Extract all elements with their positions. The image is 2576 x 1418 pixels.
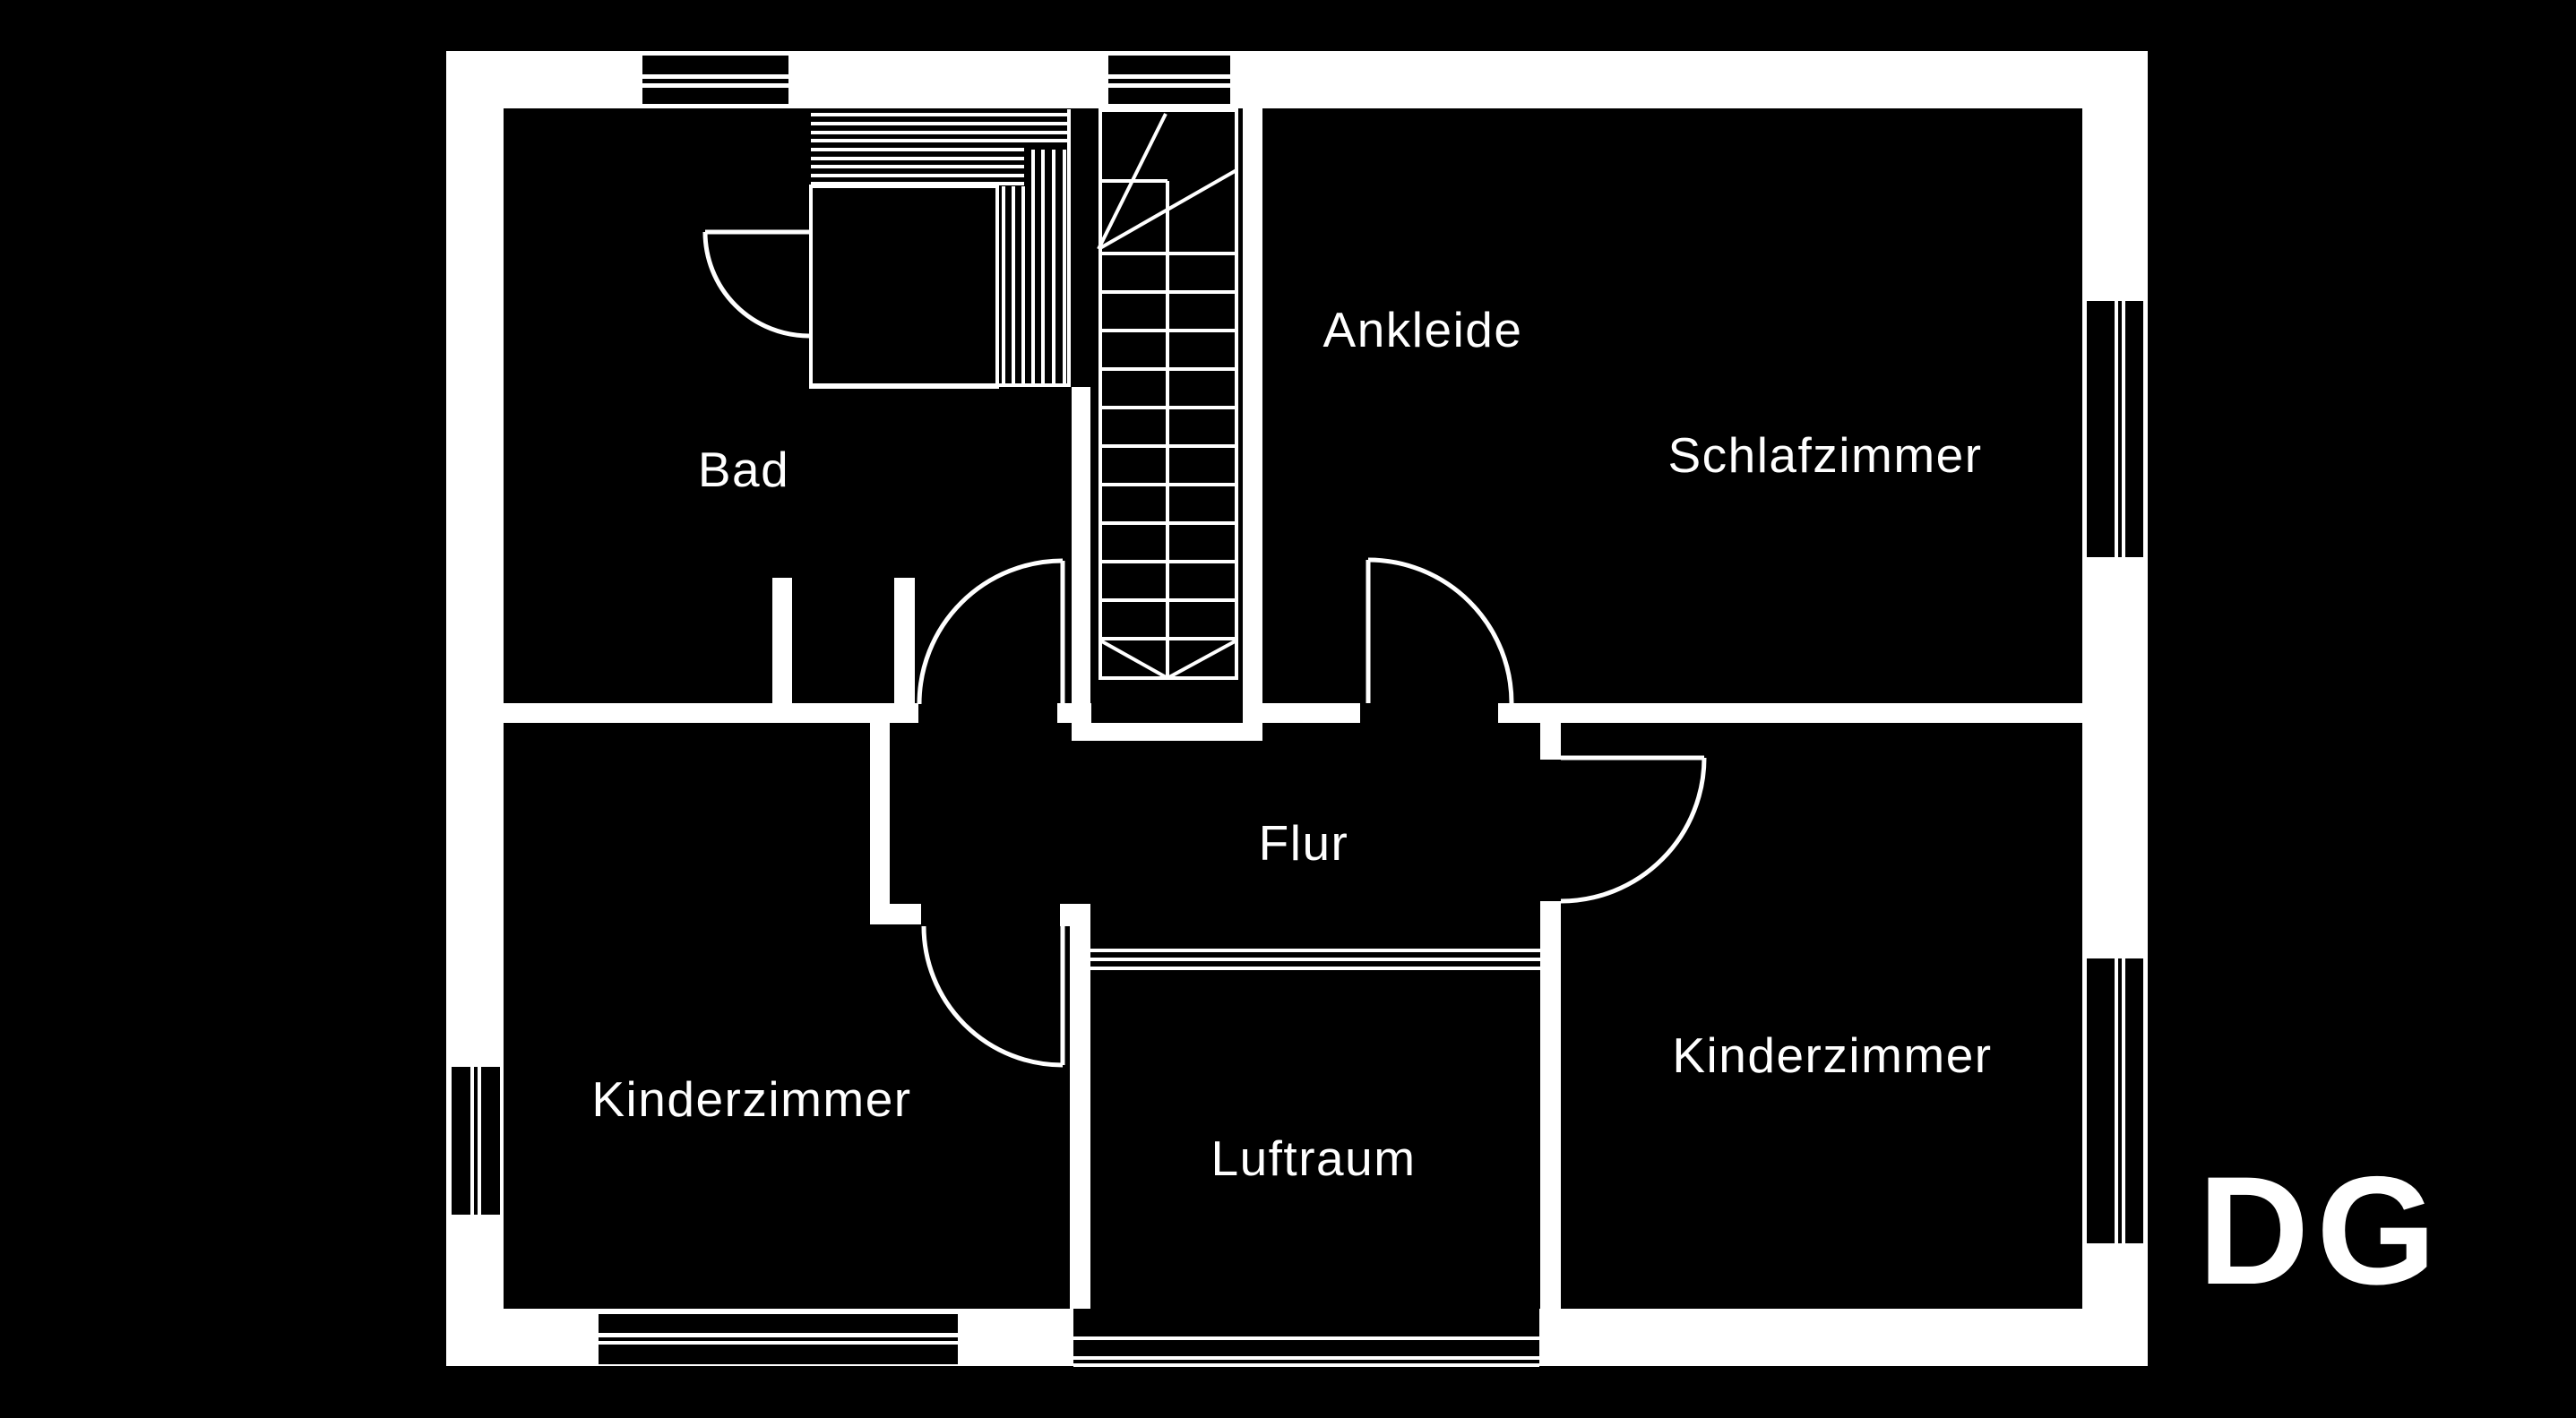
floor-label: DG	[2198, 1145, 2443, 1317]
door-shower	[702, 229, 810, 339]
room-label-kinderzimmer-right: Kinderzimmer	[1672, 1027, 1993, 1083]
room-label-ankleide: Ankleide	[1322, 302, 1523, 357]
window-top-bad	[642, 56, 788, 104]
room-label-flur: Flur	[1258, 815, 1349, 871]
room-label-kinderzimmer-left: Kinderzimmer	[591, 1071, 912, 1127]
room-label-luftraum: Luftraum	[1210, 1130, 1417, 1186]
room-label-bad: Bad	[697, 442, 790, 497]
staircase	[1097, 108, 1238, 680]
door-kinderzimmer-right	[1560, 755, 1707, 904]
window-top-stairs	[1108, 56, 1230, 104]
shower-area	[809, 109, 1071, 389]
window-right-schlafzimmer	[2087, 301, 2143, 557]
window-bottom-kinderzimmer	[599, 1314, 958, 1364]
window-bottom-luftraum	[1073, 1309, 1539, 1367]
luftraum-railing	[1090, 949, 1540, 970]
window-left-kinderzimmer	[452, 1067, 500, 1215]
window-right-kinderzimmer	[2087, 958, 2143, 1243]
room-label-schlafzimmer: Schlafzimmer	[1667, 427, 1983, 483]
door-kinderzimmer-left	[921, 925, 1065, 1068]
door-schlafzimmer	[1366, 557, 1514, 704]
door-bad	[917, 558, 1065, 705]
interior-walls	[504, 108, 2082, 1309]
